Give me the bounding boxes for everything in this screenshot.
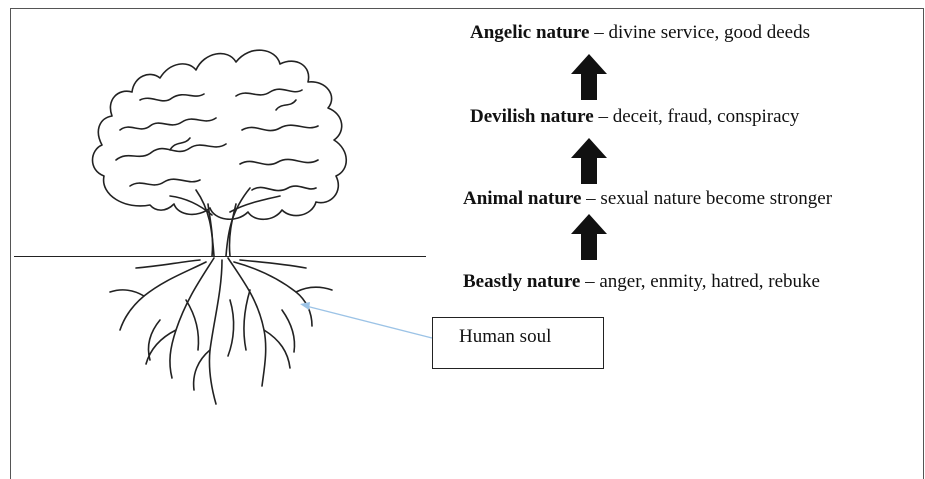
up-arrow-icon <box>571 138 607 184</box>
animal-nature-label: Animal nature – sexual nature become str… <box>463 188 923 210</box>
devilish-nature-label: Devilish nature – deceit, fraud, conspir… <box>470 106 799 128</box>
up-arrow-icon <box>571 54 607 100</box>
up-arrow-icon <box>571 214 607 260</box>
pointer-line <box>0 0 925 466</box>
human-soul-label: Human soul <box>459 326 551 348</box>
human-soul-box: Human soul <box>432 317 604 369</box>
angelic-nature-label: Angelic nature – divine service, good de… <box>470 22 810 44</box>
beastly-nature-label: Beastly nature – anger, enmity, hatred, … <box>463 271 820 293</box>
